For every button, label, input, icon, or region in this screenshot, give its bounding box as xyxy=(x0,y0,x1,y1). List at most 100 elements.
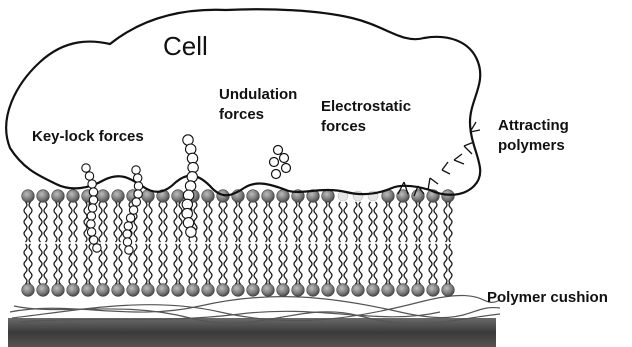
keylock-bead xyxy=(93,244,101,252)
lipid-headgroup xyxy=(322,190,335,203)
lipid-chain xyxy=(324,202,327,242)
lipid-chain xyxy=(179,244,182,284)
lipid-chain xyxy=(309,202,312,242)
lipid-chain xyxy=(104,202,107,242)
keylock-bead xyxy=(87,228,95,236)
lipid-chain xyxy=(204,202,207,242)
lipid-chain xyxy=(44,202,47,242)
lipid-chain xyxy=(149,244,152,284)
lipid-headgroup xyxy=(142,284,155,297)
lipid-headgroup xyxy=(37,190,50,203)
keylock-bead xyxy=(82,164,90,172)
keylock-bead xyxy=(134,182,142,190)
lipid-headgroup xyxy=(307,284,320,297)
keylock-bead xyxy=(134,174,142,182)
lipid-chain xyxy=(414,244,417,284)
lipid-chain xyxy=(444,202,447,242)
lipid-chain xyxy=(314,244,317,284)
lipid-chain xyxy=(279,244,282,284)
keylock-bead xyxy=(134,190,142,198)
lipid-chain xyxy=(269,244,272,284)
lipid-chain xyxy=(299,244,302,284)
lipid-headgroup xyxy=(67,190,80,203)
lipid-headgroup xyxy=(22,190,35,203)
lipid-chain xyxy=(164,202,167,242)
lipid-chain xyxy=(54,202,57,242)
lipid-chain xyxy=(389,202,392,242)
lipid-headgroup xyxy=(247,190,260,203)
lipid-chain xyxy=(329,244,332,284)
lipid-headgroup xyxy=(112,284,125,297)
lipid-chain xyxy=(339,202,342,242)
lipid-headgroup xyxy=(112,190,125,203)
lipid-chain xyxy=(24,202,27,242)
lipid-chain xyxy=(369,202,372,242)
lipid-bilayer xyxy=(22,190,455,297)
lipid-headgroup xyxy=(367,284,380,297)
lipid-headgroup xyxy=(232,284,245,297)
lipid-chain xyxy=(69,202,72,242)
keylock-bead xyxy=(132,198,140,206)
lipid-headgroup xyxy=(262,284,275,297)
lipid-headgroup xyxy=(292,284,305,297)
keylock-bead xyxy=(125,246,133,254)
lipid-chain xyxy=(24,244,27,284)
lipid-headgroup xyxy=(97,284,110,297)
keylock-bead xyxy=(185,181,195,191)
attracting-label-line1: Attracting xyxy=(498,117,569,134)
lipid-chain xyxy=(429,202,432,242)
lipid-chain xyxy=(429,244,432,284)
keylock-bead xyxy=(132,166,140,174)
lipid-chain xyxy=(404,202,407,242)
lipid-headgroup xyxy=(217,284,230,297)
lipid-chain xyxy=(84,244,87,284)
lipid-chain xyxy=(444,244,447,284)
lipid-chain xyxy=(284,202,287,242)
lipid-chain xyxy=(59,202,62,242)
keylock-bead xyxy=(87,212,95,220)
keylock-bead xyxy=(89,196,97,204)
lipid-chain xyxy=(119,202,122,242)
lipid-chain xyxy=(239,244,242,284)
lipid-chain xyxy=(114,244,117,284)
lipid-chain xyxy=(224,202,227,242)
lipid-chain xyxy=(234,202,237,242)
lipid-chain xyxy=(369,244,372,284)
cell-label: Cell xyxy=(163,31,208,61)
lipid-chain xyxy=(264,244,267,284)
lipid-headgroup xyxy=(97,190,110,203)
lipid-chain xyxy=(144,244,147,284)
lipid-chain xyxy=(404,244,407,284)
lipid-chain xyxy=(254,202,257,242)
lipid-chain xyxy=(294,202,297,242)
lipid-chain xyxy=(59,244,62,284)
lipid-chain xyxy=(234,244,237,284)
lipid-chain xyxy=(89,244,92,284)
lipid-headgroup xyxy=(127,284,140,297)
lipid-chain xyxy=(69,244,72,284)
lipid-headgroup xyxy=(322,284,335,297)
lipid-chain xyxy=(419,202,422,242)
attracting-polymers xyxy=(398,122,480,196)
lipid-headgroup xyxy=(352,284,365,297)
lipid-chain xyxy=(54,244,57,284)
lipid-chain xyxy=(359,244,362,284)
lipid-chain xyxy=(209,202,212,242)
lipid-chain xyxy=(254,244,257,284)
lipid-headgroup xyxy=(82,284,95,297)
keylock-bead xyxy=(123,238,131,246)
lipid-chain xyxy=(359,202,362,242)
lipid-headgroup xyxy=(187,284,200,297)
lipid-chain xyxy=(174,202,177,242)
lipid-chain xyxy=(219,202,222,242)
keylock-label: Key-lock forces xyxy=(32,128,144,145)
lipid-chain xyxy=(374,202,377,242)
lipid-chain xyxy=(399,244,402,284)
lipid-chain xyxy=(39,202,42,242)
lipid-chain xyxy=(194,244,197,284)
polymer-cushion-label: Polymer cushion xyxy=(487,289,608,306)
lipid-chain xyxy=(74,202,77,242)
lipid-chain xyxy=(434,244,437,284)
lipid-chain xyxy=(389,244,392,284)
keylock-bead xyxy=(88,204,96,212)
